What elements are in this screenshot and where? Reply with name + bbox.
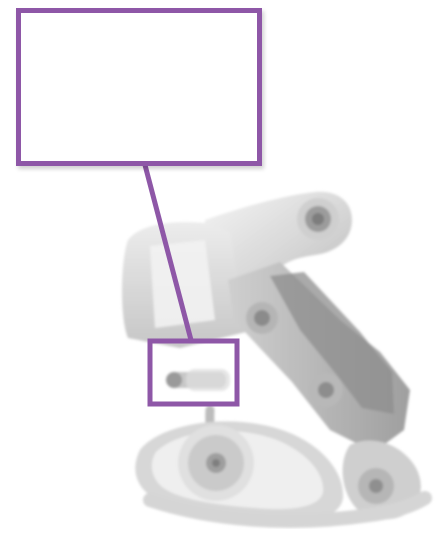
pivot-bolt-upper-center bbox=[254, 310, 270, 326]
pivot-bolt-lower-center bbox=[318, 382, 334, 398]
jockey-wheel-center bbox=[212, 459, 220, 467]
limit-screw-head bbox=[166, 372, 182, 388]
callout-box bbox=[16, 8, 262, 166]
rear-cage-bolt-center bbox=[369, 479, 383, 493]
limit-screw-sleeve bbox=[186, 369, 230, 391]
mount-bolt-core bbox=[312, 213, 324, 225]
